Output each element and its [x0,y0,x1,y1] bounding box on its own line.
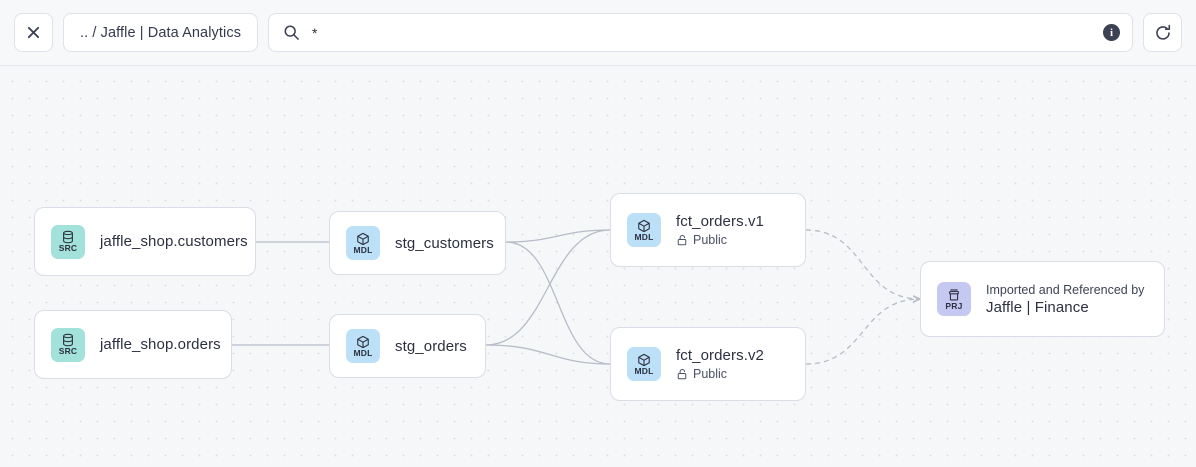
info-icon[interactable]: i [1103,24,1120,41]
project-badge: PRJ [937,282,971,316]
model-badge: MDL [346,226,380,260]
close-icon [26,25,41,40]
search-icon [283,24,300,41]
access-label: Public [693,233,728,247]
cube-icon [637,353,651,367]
node-jaffle-finance-project[interactable]: PRJ Imported and Referenced by Jaffle | … [920,261,1165,337]
badge-label: MDL [353,347,373,358]
cube-icon [356,232,370,246]
node-body: jaffle_shop.orders [100,336,221,353]
badge-label: MDL [634,365,654,376]
node-title: stg_customers [395,234,494,252]
model-badge: MDL [627,213,661,247]
cube-icon [637,219,651,233]
refresh-button[interactable] [1143,13,1182,52]
search-input[interactable]: * i [268,13,1133,52]
node-title: jaffle_shop.customers [100,233,248,250]
node-body: fct_orders.v2 Public [676,347,764,381]
node-title: fct_orders.v2 [676,347,765,364]
database-icon [61,333,75,347]
node-body: jaffle_shop.customers [100,233,248,250]
close-button[interactable] [14,13,53,52]
badge-label: SRC [58,346,78,356]
model-badge: MDL [346,329,380,363]
node-body: stg_customers [395,234,494,252]
cube-icon [356,335,370,349]
badge-label: PRJ [945,300,963,311]
unlock-icon [676,368,688,380]
node-body: fct_orders.v1 Public [676,213,764,247]
edge-fct-v1-to-prj [805,229,920,299]
badge-label: SRC [58,243,78,253]
node-stg-customers[interactable]: MDL stg_customers [329,211,506,275]
badge-label: MDL [634,231,654,242]
node-title: jaffle_shop.orders [100,336,221,353]
node-fct-orders-v1[interactable]: MDL fct_orders.v1 Public [610,193,806,267]
lineage-canvas[interactable]: SRC jaffle_shop.customers SRC jaffle_sho… [0,66,1196,467]
node-body: Imported and Referenced by Jaffle | Fina… [986,283,1144,316]
node-body: stg_orders [395,338,467,355]
edge-fct-v2-to-prj [805,299,920,365]
node-fct-orders-v2[interactable]: MDL fct_orders.v2 Public [610,327,806,401]
node-title: fct_orders.v1 [676,213,765,230]
breadcrumb-label: .. / Jaffle | Data Analytics [80,24,242,41]
project-icon [947,288,961,302]
refresh-icon [1154,24,1172,42]
unlock-icon [676,234,688,246]
search-value: * [312,24,318,41]
source-badge: SRC [51,327,85,362]
badge-label: MDL [353,244,373,255]
node-kicker: Imported and Referenced by [986,282,1145,297]
access-status: Public [676,233,764,247]
node-jaffle-shop-customers[interactable]: SRC jaffle_shop.customers [34,207,256,276]
model-badge: MDL [627,347,661,381]
access-status: Public [676,367,764,381]
source-badge: SRC [51,224,85,259]
node-jaffle-shop-orders[interactable]: SRC jaffle_shop.orders [34,310,232,379]
breadcrumb[interactable]: .. / Jaffle | Data Analytics [63,13,259,52]
access-label: Public [693,367,728,381]
database-icon [61,230,75,244]
node-title: Jaffle | Finance [986,298,1089,316]
node-title: stg_orders [395,337,467,355]
edge-stg-customers-to-fct-v2 [505,241,611,365]
node-stg-orders[interactable]: MDL stg_orders [329,314,486,378]
edge-stg-orders-to-fct-v2 [485,344,611,365]
edge-stg-customers-to-fct-v1 [505,229,611,243]
toolbar: .. / Jaffle | Data Analytics * i [0,0,1196,66]
